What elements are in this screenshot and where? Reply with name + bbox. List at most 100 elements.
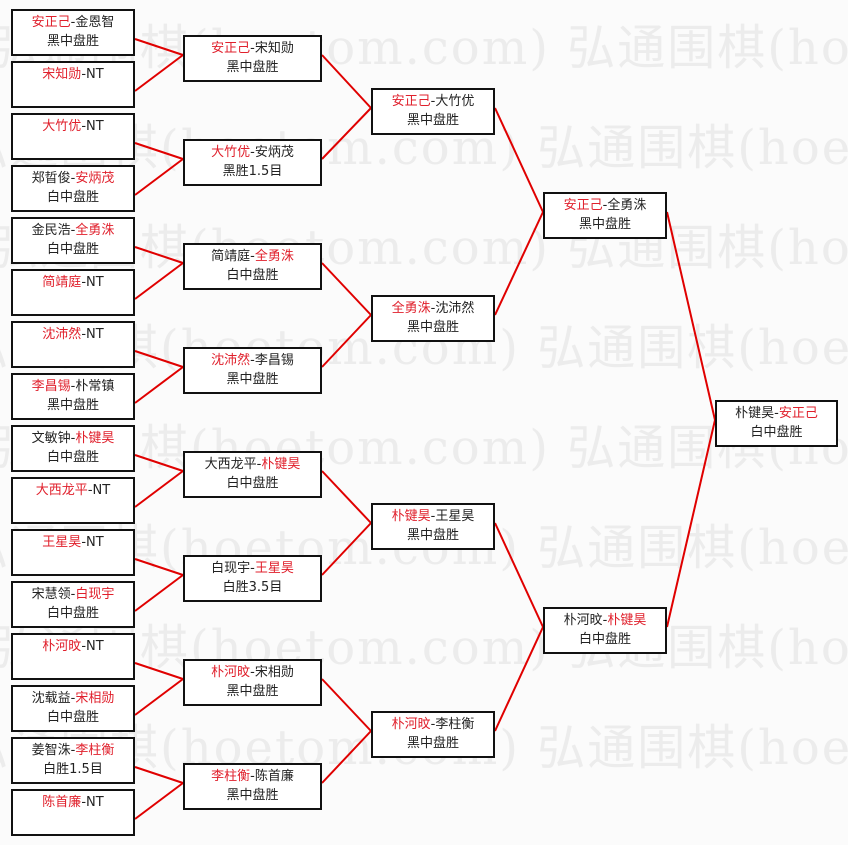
loser-name: NT bbox=[92, 483, 111, 498]
separator: - bbox=[602, 613, 608, 628]
winner-name: 安正己 bbox=[563, 198, 603, 213]
bracket-connector-line bbox=[494, 211, 544, 316]
match-players: 姜智洙-李柱衡 bbox=[13, 741, 133, 760]
match-box-round-3: 全勇洙-沈沛然黑中盘胜 bbox=[371, 295, 495, 342]
match-result: 白中盘胜 bbox=[226, 476, 279, 491]
winner-name: 安正己 bbox=[391, 94, 431, 109]
bracket-connector-line bbox=[321, 314, 372, 368]
match-result: 白胜1.5目 bbox=[43, 762, 103, 777]
separator: - bbox=[70, 223, 76, 238]
winner-name: 朴河旼 bbox=[391, 717, 431, 732]
match-players: 陈首廉-NT bbox=[13, 793, 133, 812]
winner-name: 朴键昊 bbox=[75, 431, 115, 446]
match-box-round-1: 郑晢俊-安炳茂白中盘胜 bbox=[11, 165, 135, 212]
match-result: 白中盘胜 bbox=[46, 450, 99, 465]
match-players: 沈沛然-NT bbox=[13, 325, 133, 344]
separator: - bbox=[81, 535, 87, 550]
winner-name: 全勇洙 bbox=[254, 249, 294, 264]
loser-name: NT bbox=[86, 639, 104, 654]
separator: - bbox=[250, 665, 255, 680]
match-players: 李昌锡-朴常镇 bbox=[13, 377, 133, 396]
match-box-round-1: 王星昊-NT bbox=[11, 529, 135, 576]
bracket-connector-line bbox=[321, 678, 372, 732]
bracket-connector-line bbox=[134, 678, 184, 716]
loser-name: NT bbox=[86, 535, 104, 550]
match-box-round-1: 沈载益-宋相勋白中盘胜 bbox=[11, 685, 135, 732]
separator: - bbox=[430, 94, 436, 109]
separator: - bbox=[774, 406, 779, 421]
match-players: 郑晢俊-安炳茂 bbox=[13, 169, 133, 188]
match-players: 白现宇-王星昊 bbox=[185, 559, 320, 578]
separator: - bbox=[81, 795, 87, 810]
loser-name: 朴键昊 bbox=[735, 406, 775, 421]
match-box-round-2: 白现宇-王星昊白胜3.5目 bbox=[183, 555, 322, 602]
separator: - bbox=[250, 769, 255, 784]
match-players: 朴键昊-王星昊 bbox=[373, 507, 493, 526]
winner-name: 全勇洙 bbox=[75, 223, 115, 238]
bracket-connector-line bbox=[321, 730, 372, 784]
loser-name: 朴河旼 bbox=[563, 613, 603, 628]
bracket-connector-line bbox=[134, 766, 184, 784]
loser-name: NT bbox=[86, 119, 104, 134]
separator: - bbox=[81, 119, 87, 134]
winner-name: 大竹优 bbox=[211, 145, 251, 160]
separator: - bbox=[70, 431, 76, 446]
winner-name: 朴河旼 bbox=[42, 639, 82, 654]
match-players: 安正己-金恩智 bbox=[13, 13, 133, 32]
separator: - bbox=[602, 198, 608, 213]
match-result: 白中盘胜 bbox=[46, 190, 99, 205]
match-box-round-1: 文敏钟-朴键昊白中盘胜 bbox=[11, 425, 135, 472]
loser-name: NT bbox=[86, 327, 104, 342]
winner-name: 白现宇 bbox=[75, 587, 115, 602]
match-box-round-1: 陈首廉-NT bbox=[11, 789, 135, 836]
winner-name: 全勇洙 bbox=[391, 301, 431, 316]
separator: - bbox=[81, 327, 87, 342]
winner-name: 宋知勋 bbox=[42, 67, 82, 82]
winner-name: 李柱衡 bbox=[75, 743, 115, 758]
bracket-connector-line bbox=[134, 662, 184, 680]
match-players: 大竹优-NT bbox=[13, 117, 133, 136]
match-players: 金民浩-全勇洙 bbox=[13, 221, 133, 240]
match-result: 黑中盘胜 bbox=[406, 113, 459, 128]
match-box-round-1: 沈沛然-NT bbox=[11, 321, 135, 368]
loser-name: 安炳茂 bbox=[254, 145, 294, 160]
loser-name: 姜智洙 bbox=[31, 743, 71, 758]
loser-name: 金恩智 bbox=[75, 15, 115, 30]
bracket-connector-line bbox=[321, 470, 372, 524]
match-box-round-3: 朴键昊-王星昊黑中盘胜 bbox=[371, 503, 495, 550]
loser-name: 简靖庭 bbox=[211, 249, 251, 264]
match-box-round-1: 金民浩-全勇洙白中盘胜 bbox=[11, 217, 135, 264]
separator: - bbox=[70, 587, 76, 602]
loser-name: 朴常镇 bbox=[75, 379, 115, 394]
bracket-connector-line bbox=[134, 782, 184, 820]
match-result: 黑中盘胜 bbox=[578, 217, 631, 232]
match-result: 白中盘胜 bbox=[46, 242, 99, 257]
match-box-round-2: 安正己-宋知勋黑中盘胜 bbox=[183, 35, 322, 82]
match-players: 宋知勋-NT bbox=[13, 65, 133, 84]
bracket-connector-line bbox=[321, 522, 372, 576]
bracket-connector-line bbox=[134, 350, 184, 368]
separator: - bbox=[430, 301, 436, 316]
bracket-connector-line bbox=[134, 246, 184, 264]
match-result: 黑中盘胜 bbox=[406, 736, 459, 751]
bracket-connector-line bbox=[321, 107, 372, 160]
winner-name: 沈沛然 bbox=[211, 353, 251, 368]
match-result: 黑中盘胜 bbox=[406, 528, 459, 543]
match-box-round-1: 大西龙平-NT bbox=[11, 477, 135, 524]
loser-name: 大西龙平 bbox=[204, 457, 257, 472]
separator: - bbox=[81, 67, 87, 82]
match-players: 王星昊-NT bbox=[13, 533, 133, 552]
loser-name: 李昌锡 bbox=[254, 353, 294, 368]
separator: - bbox=[81, 275, 87, 290]
match-box-round-2: 简靖庭-全勇洙白中盘胜 bbox=[183, 243, 322, 290]
bracket-connector-line bbox=[134, 574, 184, 612]
match-box-round-2: 李柱衡-陈首廉黑中盘胜 bbox=[183, 763, 322, 810]
match-box-round-2: 沈沛然-李昌锡黑中盘胜 bbox=[183, 347, 322, 394]
separator: - bbox=[250, 353, 255, 368]
match-players: 宋慧领-白现宇 bbox=[13, 585, 133, 604]
loser-name: 沈沛然 bbox=[435, 301, 475, 316]
winner-name: 安炳茂 bbox=[75, 171, 115, 186]
match-box-round-2: 大西龙平-朴键昊白中盘胜 bbox=[183, 451, 322, 498]
match-box-round-1: 李昌锡-朴常镇黑中盘胜 bbox=[11, 373, 135, 420]
